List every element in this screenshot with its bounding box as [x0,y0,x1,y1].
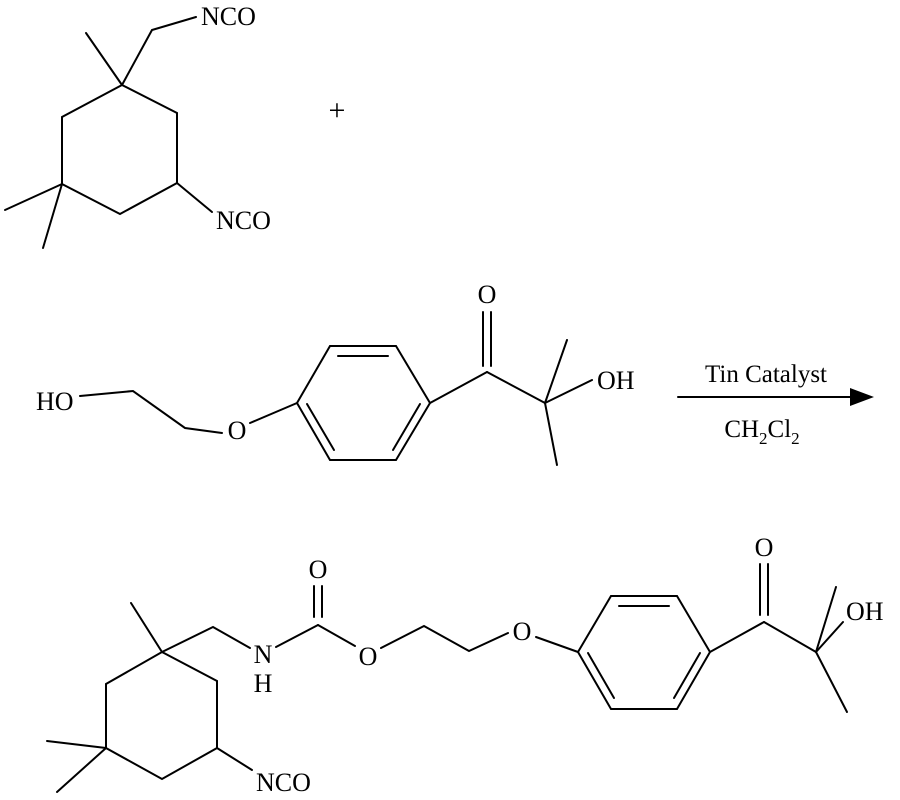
product-ethylene-chain-bonds [380,624,509,653]
reactant2-aromatic-double-bond-left [306,403,335,451]
product-nco-bond [216,747,253,771]
reactant1-gem-dimethyl-bond-1 [4,183,63,211]
product-benzene-ring [576,595,712,710]
reactant2-oh-label: OH [597,366,635,395]
product-amide-n-label: N [254,640,273,669]
solvent-ch: CH [724,416,759,443]
reactant1-diisocyanate: NCO NCO [4,2,271,249]
reactant1-nco-bottom-label: NCO [216,206,271,235]
reactant2-ether-to-ring-bond [249,402,298,424]
reactant2-ring-to-carbonyl-bond [429,371,488,404]
solvent-cl: Cl [768,416,792,443]
plus-sign: + [329,94,346,127]
reactant1-cyclohexane-ring [61,83,178,216]
product-aromatic-double-bond-right [673,652,701,699]
product-ether-o-to-ring-bond [535,636,579,653]
product-ch2-to-n-bonds [161,625,251,653]
reactant2-ether-o-label: O [228,416,247,445]
reactant1-nco-bond [176,182,213,213]
reactant1-ch2-nco-bonds [121,16,197,86]
product-ketone-o-label: O [755,533,774,562]
product-hydroxyl-bond [815,621,844,653]
product-nco-label: NCO [256,768,311,795]
product-amide-h-label: H [254,669,273,698]
reactant2-hydroxyethyl-chain-bonds [79,389,223,434]
reactant2-ho-label: HO [36,387,74,416]
product-carbamate: N H O O O O OH NCO [46,533,884,797]
reactant2-methyl-up-bond [544,339,568,404]
product-cyclohexane-ring [105,650,218,781]
product-ring-to-ketone-bond [709,621,765,653]
product-methyl-down-bond [815,651,848,713]
reactant2-hydroxyl-bond [544,379,593,404]
reactant2-methyl-down-bond [544,402,558,466]
solvent-label: CH2Cl2 [724,416,799,448]
catalyst-label: Tin Catalyst [705,361,827,388]
product-oh-label: OH [846,597,884,626]
reactant2-carbonyl-o-label: O [478,280,497,309]
reactant1-top-methyl-bond [85,32,123,86]
reactant2-photoinitiator: HO O O OH [36,280,635,466]
product-gem-dimethyl-bond-2 [56,747,107,793]
product-carbamate-o-label: O [309,555,328,584]
product-top-methyl-bond [130,602,163,653]
reactant2-aromatic-double-bond-right [392,403,421,451]
product-methyl-up-bond [815,586,837,653]
reactant1-gem-dimethyl-bond-2 [42,183,63,249]
product-ester-o-label: O [359,642,378,671]
reaction-conditions: Tin Catalyst CH2Cl2 [677,361,874,448]
reactant2-carbonyl-to-quaternary-bond [486,371,546,404]
product-carbonyl-to-ester-o-bond [317,624,356,647]
product-aromatic-double-bond-left [587,652,615,699]
reactant2-benzene-ring [295,345,432,461]
product-gem-dimethyl-bond-1 [46,740,107,749]
product-ketone-to-quaternary-bond [763,621,817,653]
reaction-arrow-head [850,388,874,406]
product-ether-o-label: O [513,617,532,646]
solvent-sub-1: 2 [759,429,768,448]
product-n-to-carbonyl-bond [275,624,319,648]
reactant1-nco-top-label: NCO [201,2,256,31]
solvent-sub-2: 2 [791,429,800,448]
